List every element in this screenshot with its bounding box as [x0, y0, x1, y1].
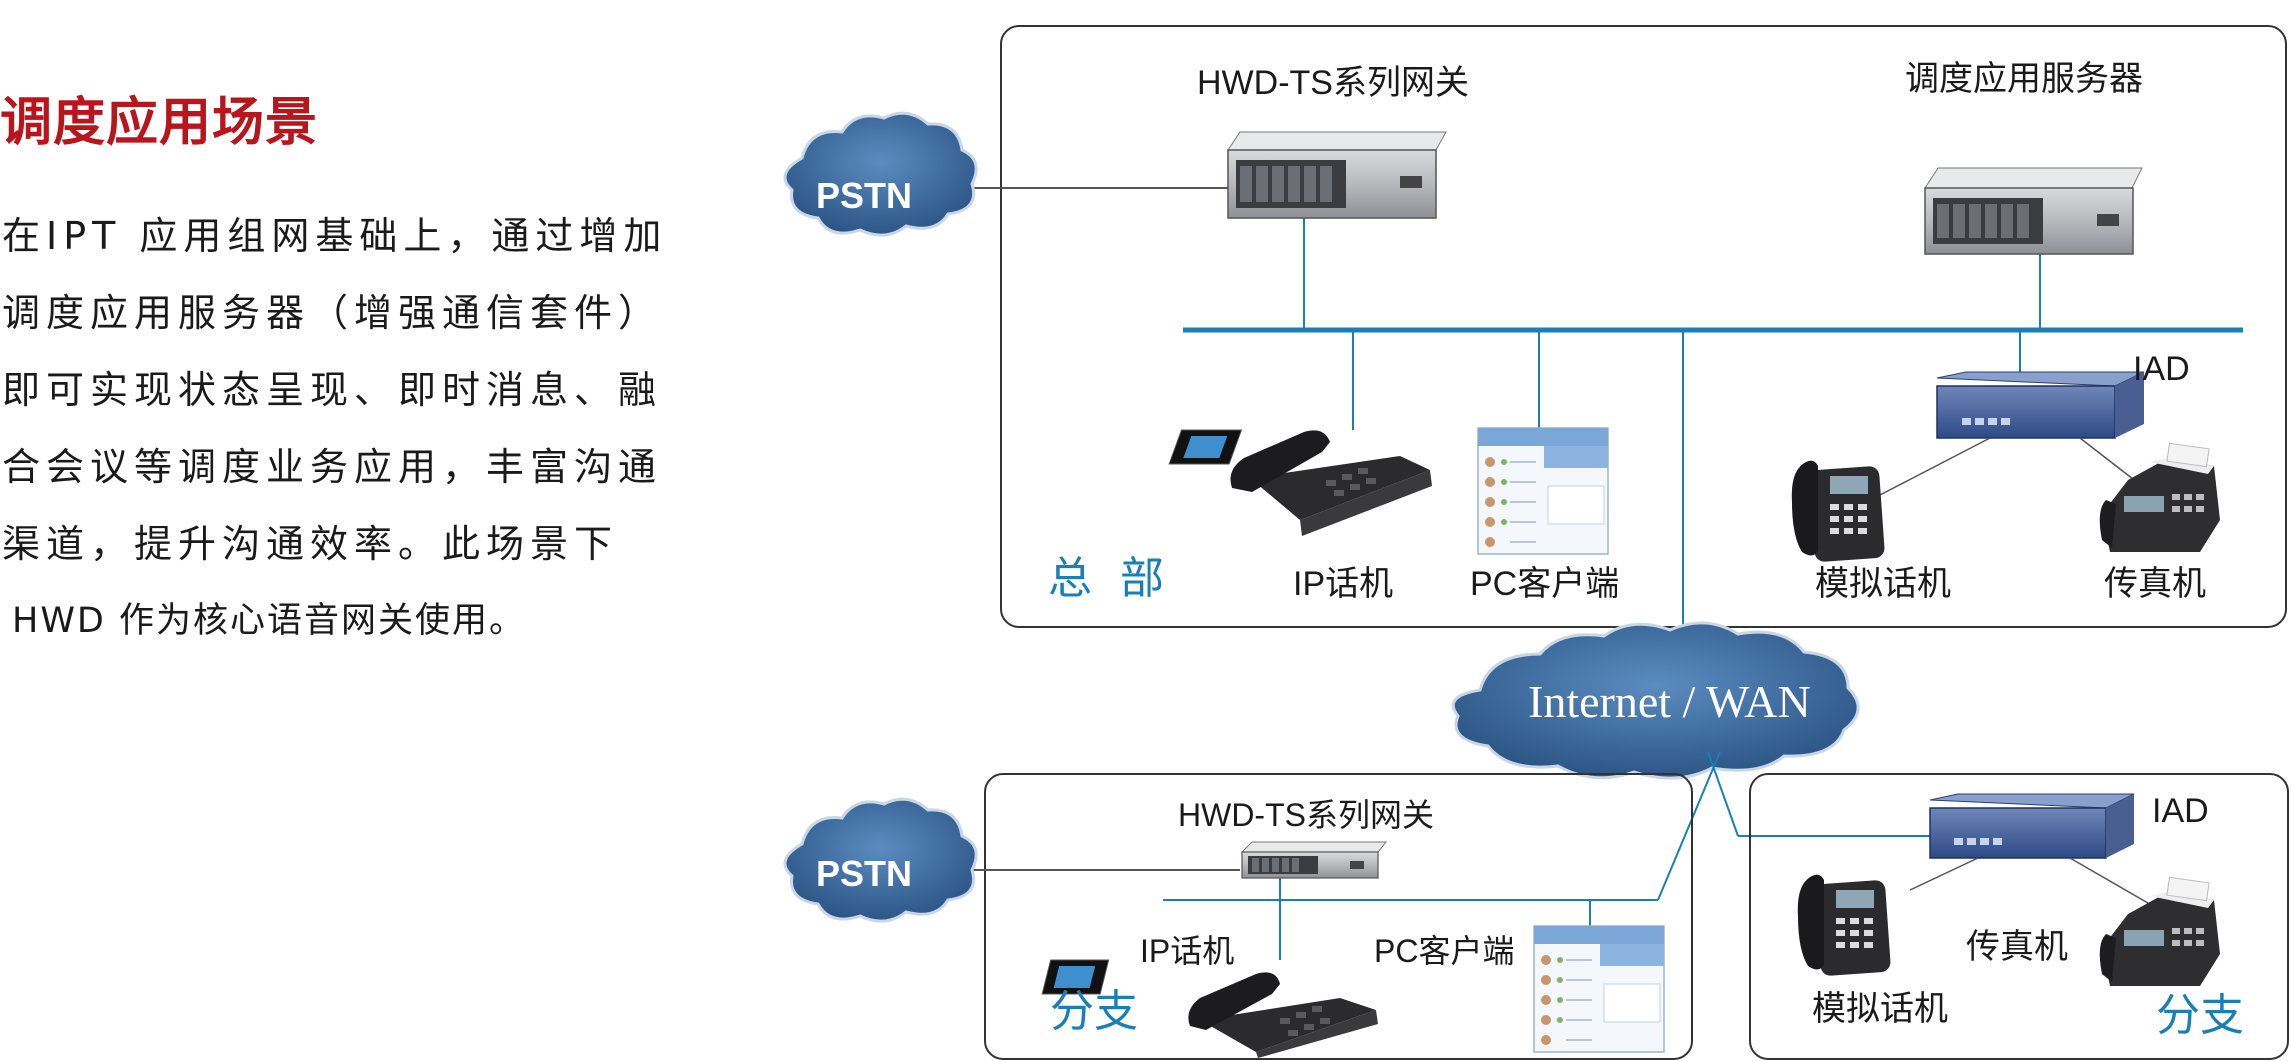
page-title: 调度应用场景	[0, 93, 319, 153]
description-line: 在IPT 应用组网基础上，通过增加	[2, 214, 668, 258]
hq-gateway-device	[1227, 131, 1447, 219]
pstn-cloud-branch: PSTN	[783, 797, 978, 923]
hq-pc-client-label: PC客户端	[1470, 565, 1619, 603]
branch-left-site-label: 分支	[1050, 986, 1138, 1037]
wan-label: Internet / WAN	[1528, 676, 1811, 727]
hq-ip-phone-label: IP话机	[1293, 565, 1393, 603]
description-line: 合会议等调度业务应用，丰富沟通	[2, 445, 663, 489]
hq-analog-phone-label: 模拟话机	[1815, 565, 1951, 603]
pstn-cloud-hq: PSTN	[783, 111, 978, 237]
hq-iad-device	[1936, 371, 2145, 439]
dispatch-server-label: 调度应用服务器	[1905, 60, 2143, 98]
hq-ip-phone-device	[1168, 429, 1432, 536]
link-line	[1707, 751, 1739, 837]
description-line: 调度应用服务器（增强通信套件）	[2, 291, 663, 335]
branch-ip-phone-device	[1041, 959, 1378, 1058]
branch-analog-phone-label: 模拟话机	[1812, 990, 1948, 1028]
description-line: 即可实现状态呈现、即时消息、融	[2, 368, 663, 412]
branch-analog-phone-device	[1797, 874, 1891, 976]
link-line	[2069, 857, 2161, 911]
description-line: HWD 作为核心语音网关使用。	[12, 601, 527, 641]
link-line	[1909, 857, 1979, 891]
branch-iad-device	[1929, 793, 2135, 859]
branch-right-box	[1749, 773, 2289, 1060]
wan-cloud: Internet / WAN	[1451, 621, 1860, 780]
branch-pc-client-label: PC客户端	[1374, 933, 1514, 969]
link-line	[1657, 751, 1721, 901]
branch-left-box	[984, 773, 1693, 1060]
hq-fax-label: 传真机	[2104, 565, 2206, 603]
dispatch-server-device	[1924, 167, 2143, 255]
branch-iad-label: IAD	[2152, 792, 2209, 830]
headquarters-box	[1000, 25, 2287, 628]
branch-fax-device	[2099, 876, 2220, 986]
branch-right-site-label: 分支	[2156, 990, 2244, 1041]
branch-fax-label: 传真机	[1966, 928, 2068, 966]
branch-pc-client-window	[1533, 925, 1665, 1053]
description: 在IPT 应用组网基础上，通过增加 调度应用服务器（增强通信套件） 即可实现状态…	[2, 198, 662, 660]
pstn-label: PSTN	[816, 853, 912, 894]
hq-pc-client-window	[1477, 427, 1609, 555]
hq-analog-phone-device	[1791, 460, 1885, 562]
branch-gateway-device	[1240, 841, 1388, 879]
branch-ip-phone-label: IP话机	[1140, 933, 1234, 969]
link-line	[1879, 437, 1991, 496]
description-line: 渠道，提升沟通效率。此场景下	[2, 522, 619, 566]
branch-gateway-label: HWD-TS系列网关	[1178, 797, 1434, 833]
hq-iad-label: IAD	[2133, 350, 2190, 388]
pstn-label: PSTN	[816, 175, 912, 216]
hq-gateway-label: HWD-TS系列网关	[1197, 64, 1469, 102]
hq-site-label: 总 部	[1048, 553, 1164, 604]
hq-fax-device	[2099, 442, 2220, 552]
